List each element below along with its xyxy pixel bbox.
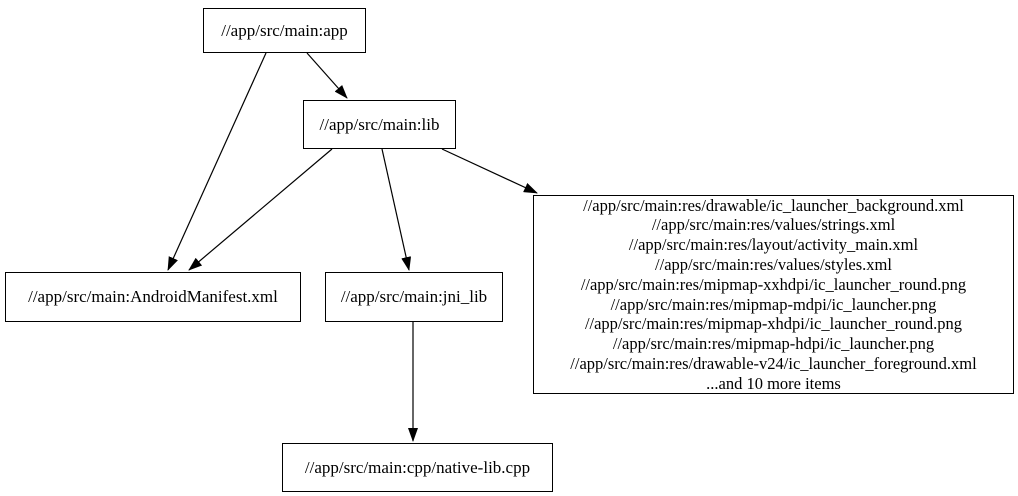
resource-item: //app/src/main:res/drawable/ic_launcher_… <box>583 195 964 215</box>
node-lib-label: //app/src/main:lib <box>319 114 440 134</box>
resource-item: //app/src/main:res/values/strings.xml <box>651 215 896 235</box>
node-resources: //app/src/main:res/drawable/ic_launcher_… <box>533 195 1014 394</box>
edge-app-to-manifest <box>167 52 267 271</box>
node-lib: //app/src/main:lib <box>303 100 456 149</box>
edge-app-to-lib <box>306 52 348 99</box>
resource-item: //app/src/main:res/drawable-v24/ic_launc… <box>570 353 977 373</box>
resource-item: //app/src/main:res/mipmap-mdpi/ic_launch… <box>610 294 937 314</box>
node-native-lib-cpp: //app/src/main:cpp/native-lib.cpp <box>282 443 553 492</box>
node-native-lib-cpp-label: //app/src/main:cpp/native-lib.cpp <box>304 457 531 477</box>
node-jni-lib: //app/src/main:jni_lib <box>325 272 503 322</box>
node-app: //app/src/main:app <box>203 8 366 53</box>
node-app-label: //app/src/main:app <box>221 20 348 40</box>
edge-lib-to-manifest <box>188 148 333 271</box>
resource-more-items: ...and 10 more items <box>706 373 841 393</box>
edge-lib-to-jni-lib <box>381 148 412 271</box>
resource-item: //app/src/main:res/values/styles.xml <box>655 254 892 274</box>
node-android-manifest-label: //app/src/main:AndroidManifest.xml <box>28 287 278 306</box>
resource-item: //app/src/main:res/mipmap-hdpi/ic_launch… <box>612 334 935 354</box>
resource-item: //app/src/main:res/mipmap-xxhdpi/ic_laun… <box>580 274 967 294</box>
node-android-manifest: //app/src/main:AndroidManifest.xml <box>5 272 301 322</box>
node-jni-lib-label: //app/src/main:jni_lib <box>340 287 488 306</box>
resource-item: //app/src/main:res/mipmap-xhdpi/ic_launc… <box>584 314 963 334</box>
edge-lib-to-res <box>441 148 538 194</box>
resource-item: //app/src/main:res/layout/activity_main.… <box>628 235 919 255</box>
